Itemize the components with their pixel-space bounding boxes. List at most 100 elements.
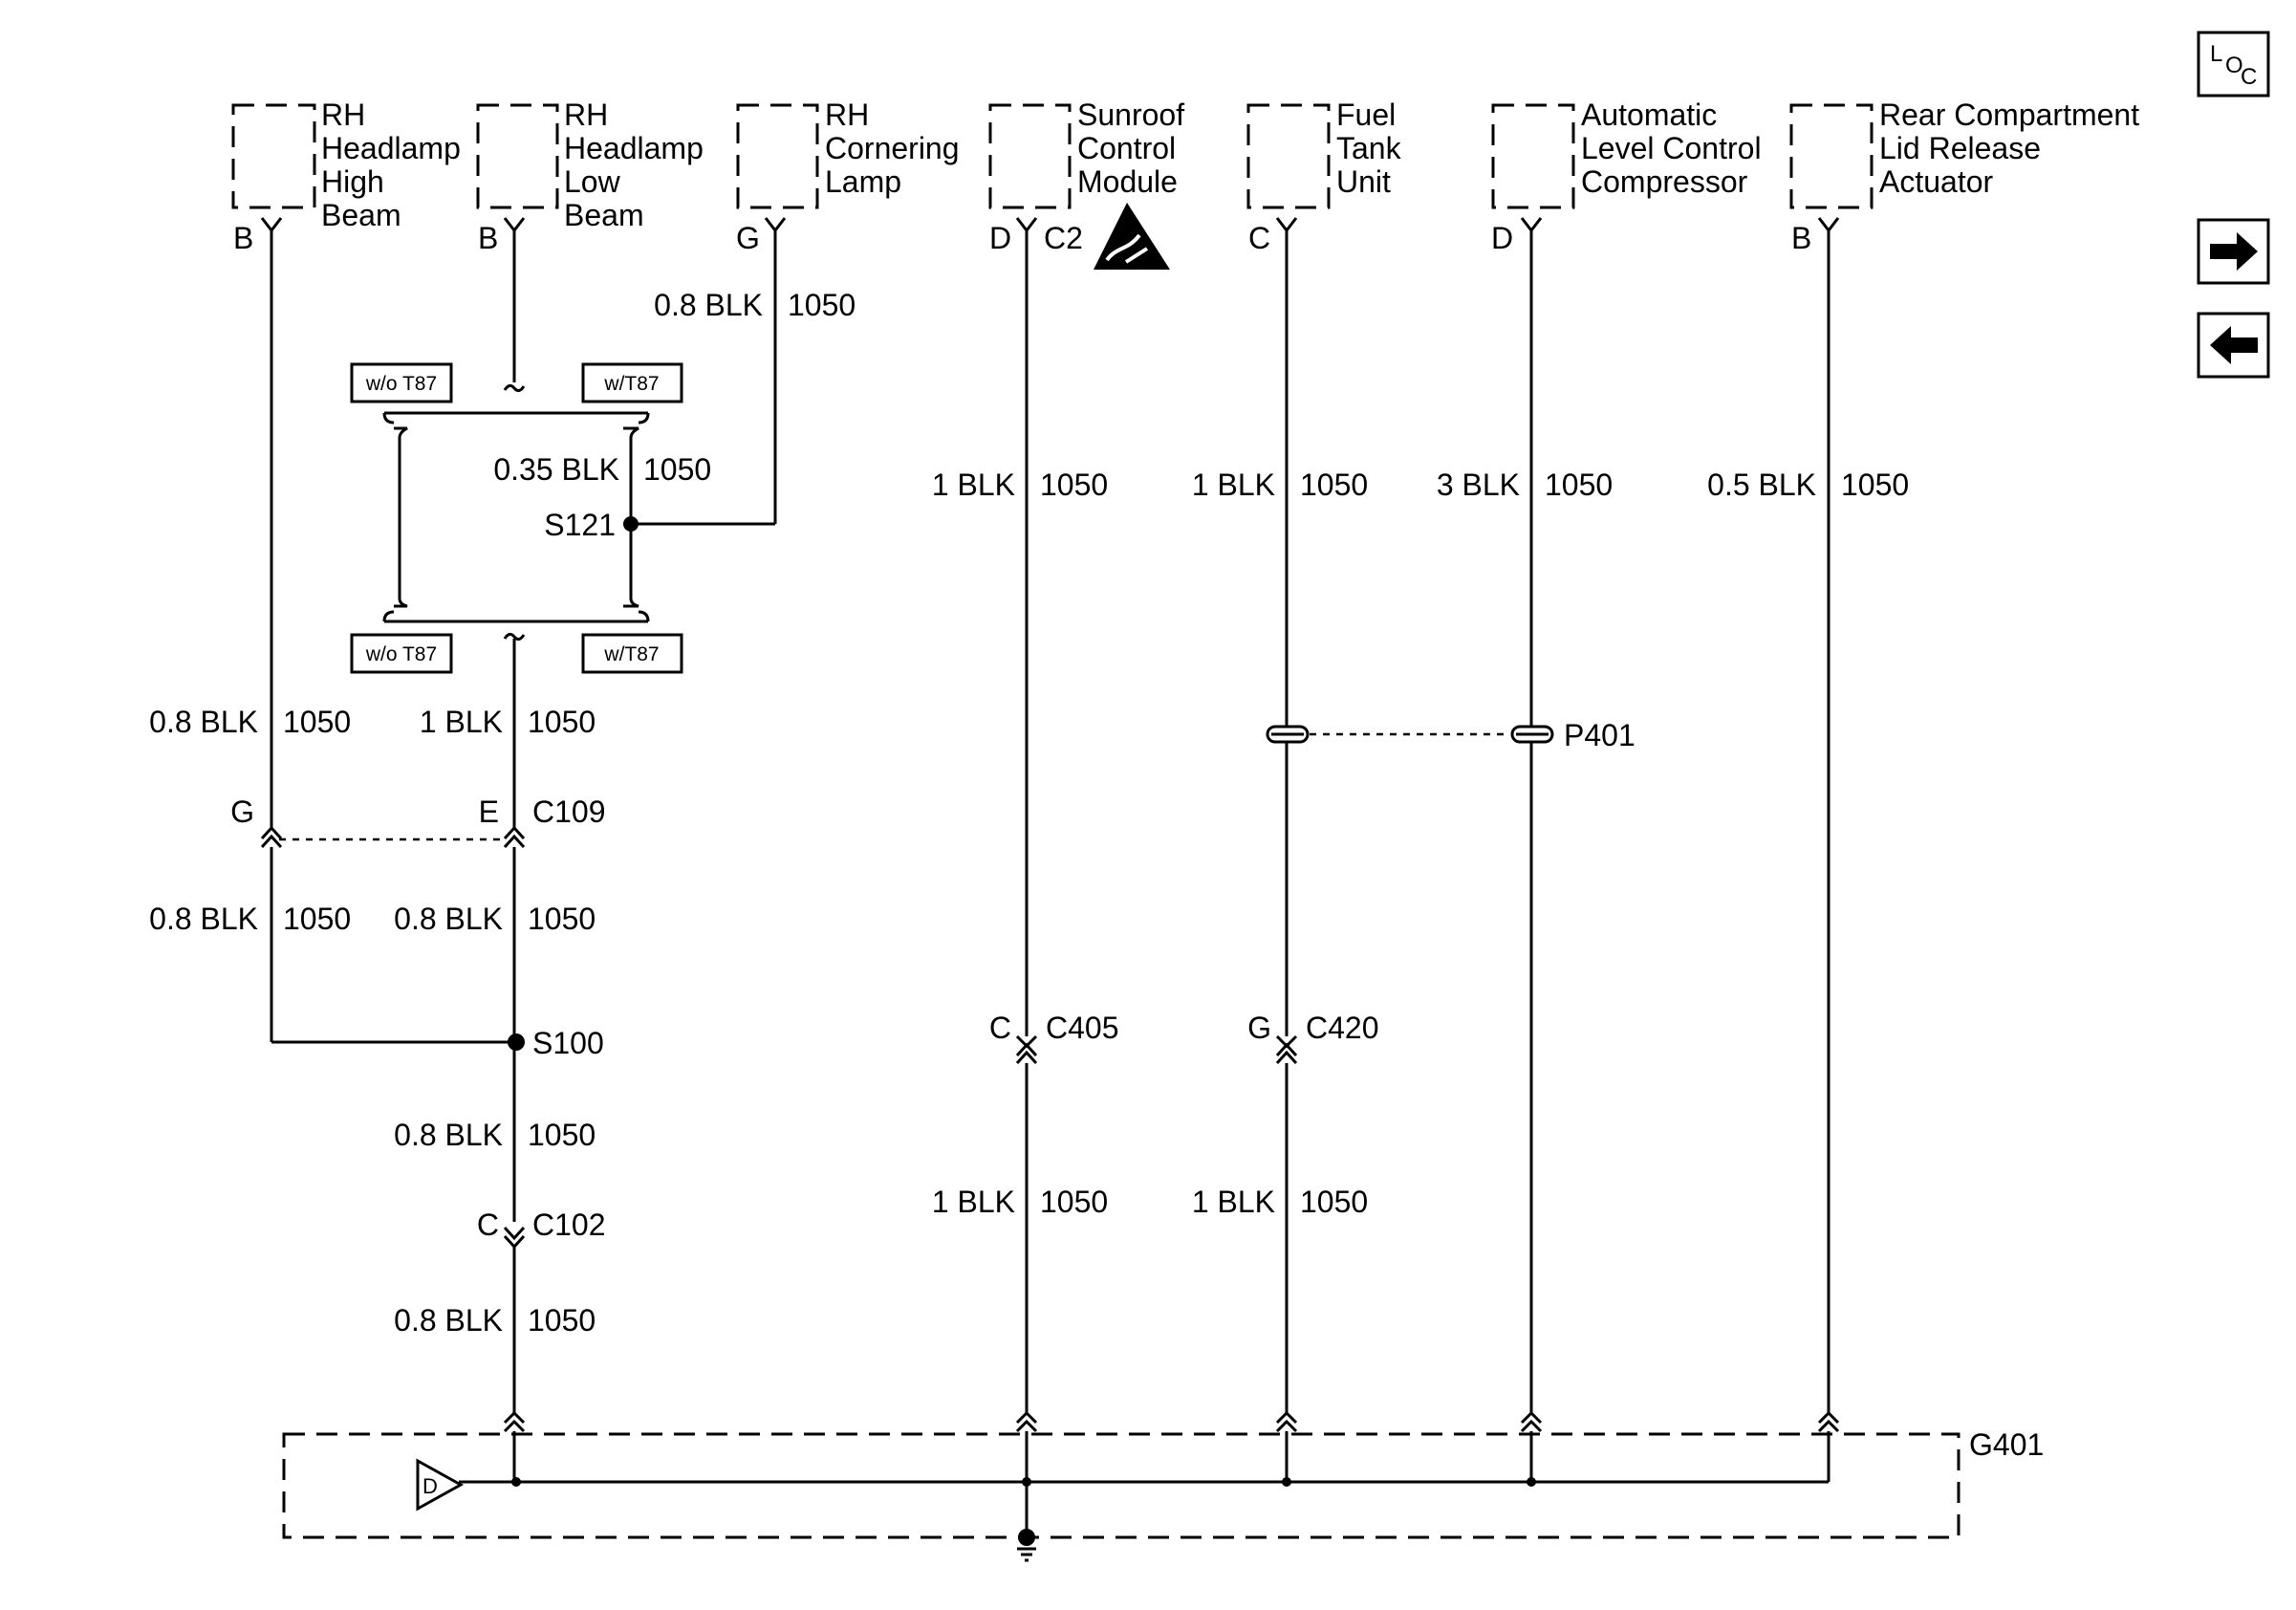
esd-warning-icon [1094,203,1170,270]
wire-gauge: 1 BLK [1192,1185,1275,1219]
loc-letter: L [2210,41,2222,67]
wire-circuit: 1050 [283,902,351,936]
wire-circuit: 1050 [1300,468,1368,502]
pin-label: G [1247,1011,1271,1045]
option-label: w/T87 [603,643,659,665]
pin-label: D [1491,221,1513,255]
pin-label: C [477,1208,499,1242]
component-label-line: Automatic [1581,98,1717,132]
wire-gauge: 0.8 BLK [394,1303,503,1338]
component-label-line: Lamp [825,164,901,199]
component-rear-compartment-lid-release-actuator: Rear Compartment Lid Release Actuator B [1789,98,2139,255]
pin-label: G [736,221,760,255]
component-label-line: Rear Compartment [1879,98,2139,132]
inline-pin-label: D [422,1474,438,1498]
option-tag-w-t87-upper: w/T87 [581,362,683,403]
wire-circuit: 1050 [1040,468,1108,502]
component-fuel-tank-unit: Fuel Tank Unit C [1246,98,1402,255]
wire-circuit: 1050 [528,902,596,936]
pin-label: B [478,221,498,255]
wire-circuit: 1050 [528,1303,596,1338]
option-label: w/T87 [603,373,659,395]
wire-circuit: 1050 [643,452,711,487]
wire-circuit: 1050 [283,705,351,739]
option-label: w/o T87 [365,373,437,395]
pin-label: D [989,221,1011,255]
wire-gauge: 0.8 BLK [149,705,258,739]
component-label-line: Tank [1336,131,1402,165]
pin-label: B [233,221,253,255]
component-automatic-level-control-compressor: Automatic Level Control Compressor D [1491,98,1762,255]
component-label-line: Cornering [825,131,960,165]
component-label-line: Headlamp [321,131,461,165]
connector-label: P401 [1564,718,1635,752]
ground-label: G401 [1969,1427,2044,1462]
wire-gauge: 0.35 BLK [493,452,619,487]
component-rh-headlamp-high-beam: RH Headlamp High Beam B [231,98,461,255]
loc-letter: O [2225,53,2243,78]
next-page-button[interactable] [2197,218,2270,285]
arrow-right-icon [2210,232,2258,271]
component-label-line: Actuator [1879,164,1994,199]
component-label-line: Headlamp [564,131,704,165]
component-label-line: Unit [1336,164,1391,199]
component-label-line: Lid Release [1879,131,2041,165]
component-label-line: High [321,164,384,199]
pin-label: B [1791,221,1811,255]
arrow-left-icon [2210,326,2258,364]
connector-label: C2 [1044,221,1083,255]
wire-gauge: 3 BLK [1437,468,1520,502]
component-label-line: Beam [564,198,644,232]
previous-page-button[interactable] [2197,312,2270,379]
option-label: w/o T87 [365,643,437,665]
component-rh-cornering-lamp: RH Cornering Lamp G [736,98,960,255]
wire-circuit: 1050 [1300,1185,1368,1219]
wire-circuit: 1050 [528,705,596,739]
wire-gauge: 1 BLK [1192,468,1275,502]
splice-label: S100 [532,1026,604,1060]
wire-gauge: 1 BLK [420,705,503,739]
wire-gauge: 0.8 BLK [394,902,503,936]
pin-label: E [479,794,499,829]
component-label-line: Control [1077,131,1176,165]
component-sunroof-control-module: Sunroof Control Module D C2 [988,98,1184,255]
component-label-line: Compressor [1581,164,1748,199]
component-label-line: RH [564,98,608,132]
component-label-line: Module [1077,164,1178,199]
wire-gauge: 1 BLK [932,468,1015,502]
location-button[interactable]: L O C [2197,31,2270,98]
pin-label: C [1248,221,1270,255]
ground-g401: G401 D [282,1427,2044,1539]
component-label-line: Fuel [1336,98,1396,132]
connector-label: C102 [532,1208,606,1242]
wire-circuit: 1050 [1040,1185,1108,1219]
wire-circuit: 1050 [528,1118,596,1152]
component-label-line: Level Control [1581,131,1762,165]
option-tag-w-t87-lower: w/T87 [581,633,683,674]
wiring [260,230,1840,1562]
connector-label: C109 [532,794,606,829]
component-label-line: Sunroof [1077,98,1184,132]
option-tag-wo-t87-upper: w/o T87 [350,362,453,403]
component-label-line: Beam [321,198,401,232]
pin-label: G [230,794,254,829]
pin-label: C [989,1011,1011,1045]
component-rh-headlamp-low-beam: RH Headlamp Low Beam B [476,98,704,255]
wire-gauge: 0.8 BLK [394,1118,503,1152]
wire-gauge: 0.5 BLK [1707,468,1816,502]
component-label-line: Low [564,164,621,199]
wire-circuit: 1050 [788,288,856,322]
option-tag-wo-t87-lower: w/o T87 [350,633,453,674]
connector-label: C405 [1046,1011,1119,1045]
wire-circuit: 1050 [1841,468,1909,502]
wire-circuit: 1050 [1545,468,1613,502]
component-label-line: RH [321,98,365,132]
component-label-line: RH [825,98,869,132]
wire-gauge: 0.8 BLK [654,288,763,322]
loc-letter: C [2241,64,2257,90]
wire-gauge: 0.8 BLK [149,902,258,936]
connector-label: C420 [1306,1011,1379,1045]
wire-gauge: 1 BLK [932,1185,1015,1219]
